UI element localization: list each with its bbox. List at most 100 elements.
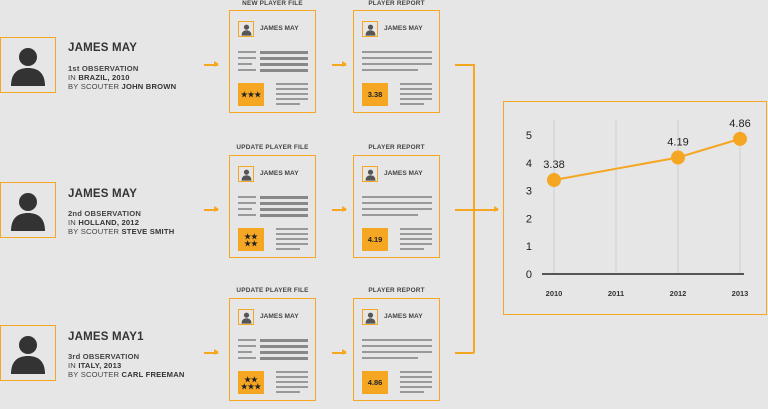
connector-line: [455, 64, 474, 66]
x-tick-label: 2010: [546, 289, 563, 298]
observation-2-location: IN HOLLAND, 2012: [68, 218, 139, 227]
text-line: [260, 51, 308, 54]
text-line: [260, 339, 308, 342]
person-silhouette-icon: [241, 312, 252, 324]
card-player-name: JAMES MAY: [260, 25, 299, 32]
data-label: 4.19: [667, 137, 688, 149]
text-line: [260, 63, 308, 66]
x-tick-label: 2012: [670, 289, 687, 298]
y-tick-label: 5: [526, 130, 532, 142]
observation-2-ordinal: 2nd OBSERVATION: [68, 209, 142, 218]
card-avatar: [362, 309, 378, 325]
card-avatar: [362, 166, 378, 182]
score-badge: 3.38: [362, 83, 388, 106]
card-avatar: [238, 309, 254, 325]
text-line: [276, 376, 308, 378]
text-line: [362, 202, 432, 204]
text-line: [276, 83, 308, 85]
observation-2-scout: BY SCOUTER STEVE SMITH: [68, 227, 174, 236]
text-line: [260, 214, 308, 217]
arrow-right: [332, 349, 347, 355]
text-line: [238, 196, 256, 198]
text-line: [276, 233, 308, 235]
text-line: [238, 214, 256, 216]
text-line: [260, 345, 308, 348]
observation-2-player-report-card: JAMES MAY 4.19: [353, 155, 440, 258]
observation-2-file-label: UPDATE PLAYER FILE: [236, 144, 309, 151]
text-line: [260, 208, 308, 211]
score-badge: 4.86: [362, 371, 388, 394]
star-icon: ★★★: [240, 90, 262, 99]
card-player-name: JAMES MAY: [384, 25, 423, 32]
text-line: [400, 386, 432, 388]
text-line: [276, 93, 308, 95]
text-line: [400, 376, 432, 378]
star-rating-badge: ★★★: [238, 83, 264, 106]
y-tick-label: 4: [526, 158, 532, 170]
person-silhouette-icon: [11, 336, 45, 374]
text-line: [260, 69, 308, 72]
text-line: [276, 243, 308, 245]
text-line: [238, 339, 256, 341]
observation-1-avatar: [0, 37, 56, 93]
observation-2-scout-name: STEVE SMITH: [121, 227, 175, 236]
observation-3-ordinal: 3rd OBSERVATION: [68, 352, 140, 361]
arrow-right: [474, 206, 499, 212]
connector-line: [455, 209, 474, 211]
data-point: [547, 173, 561, 188]
card-avatar: [362, 21, 378, 37]
text-line: [276, 88, 308, 90]
text-line: [238, 202, 256, 204]
text-line: [238, 351, 252, 353]
observation-3-scout-name: CARL FREEMAN: [121, 370, 185, 379]
arrow-right: [332, 206, 347, 212]
observation-1-player-name: JAMES MAY: [68, 42, 138, 54]
person-silhouette-icon: [365, 312, 376, 324]
text-line: [400, 98, 432, 100]
observation-1-ordinal: 1st OBSERVATION: [68, 64, 139, 73]
arrow-right: [204, 349, 219, 355]
text-line: [362, 51, 432, 53]
x-tick-label: 2013: [732, 289, 749, 298]
text-line: [362, 57, 432, 59]
observation-2-player-name: JAMES MAY: [68, 188, 138, 200]
text-line: [400, 88, 432, 90]
text-line: [362, 63, 432, 65]
observation-1-location: IN BRAZIL, 2010: [68, 73, 130, 82]
card-player-name: JAMES MAY: [384, 313, 423, 320]
arrow-right: [204, 61, 219, 67]
text-line: [362, 351, 432, 353]
y-tick-label: 1: [526, 241, 532, 253]
card-avatar: [238, 21, 254, 37]
observation-2-place: HOLLAND, 2012: [78, 218, 140, 227]
text-line: [238, 208, 252, 210]
observation-1-player-report-card: JAMES MAY 3.38: [353, 10, 440, 113]
data-point: [733, 131, 747, 146]
text-line: [276, 381, 308, 383]
observation-3-file-label: UPDATE PLAYER FILE: [236, 287, 309, 294]
person-silhouette-icon: [241, 24, 252, 36]
data-point: [671, 150, 685, 165]
observation-2-in-prefix: IN: [68, 218, 76, 227]
person-silhouette-icon: [241, 169, 252, 181]
text-line: [400, 391, 424, 393]
star-rating-badge: ★★ ★★: [238, 228, 264, 251]
observation-3-place: ITALY, 2013: [78, 361, 122, 370]
observation-3-in-prefix: IN: [68, 361, 76, 370]
card-player-name: JAMES MAY: [260, 313, 299, 320]
observation-1-scout-name: JOHN BROWN: [121, 82, 177, 91]
text-line: [276, 103, 300, 105]
text-line: [400, 371, 432, 373]
card-avatar: [238, 166, 254, 182]
text-line: [238, 51, 256, 53]
text-line: [400, 83, 432, 85]
observation-1-place: BRAZIL, 2010: [78, 73, 130, 82]
text-line: [260, 57, 308, 60]
text-line: [238, 57, 256, 59]
text-line: [276, 391, 300, 393]
observation-2-by-prefix: BY SCOUTER: [68, 227, 120, 236]
data-label: 4.86: [729, 118, 750, 130]
observation-1-in-prefix: IN: [68, 73, 76, 82]
text-line: [238, 357, 256, 359]
text-line: [276, 98, 308, 100]
